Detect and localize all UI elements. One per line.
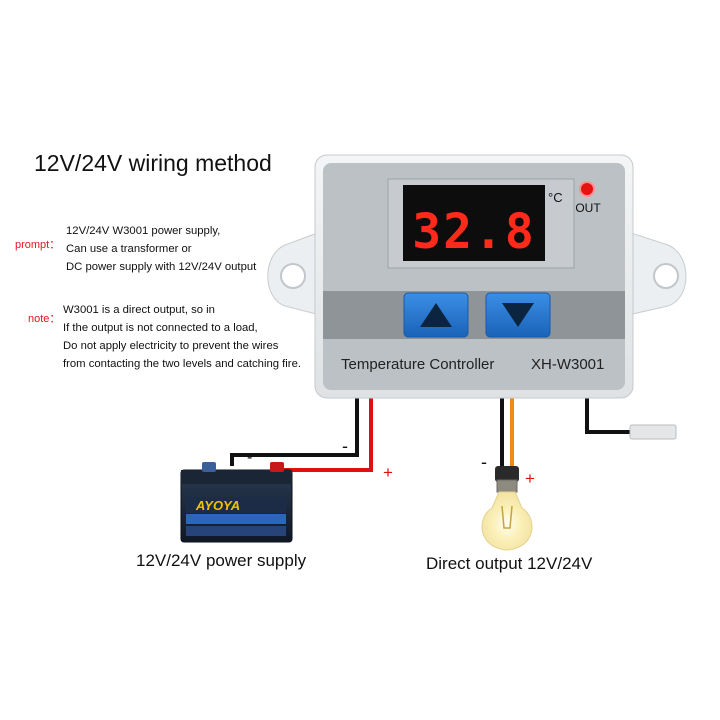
battery-brand: AYOYA [195, 498, 240, 513]
note-line: from contacting the two levels and catch… [63, 358, 301, 370]
prompt-line: 12V/24V W3001 power supply, [66, 225, 221, 237]
note-line: W3001 is a direct output, so in [63, 304, 215, 316]
down-button[interactable] [485, 292, 551, 338]
battery-wires [230, 398, 373, 472]
led-display [403, 185, 545, 261]
display-value: 32.8 [412, 204, 536, 260]
prompt-text: 12V/24V W3001 power supply, Can use a tr… [66, 222, 256, 276]
battery-plus-sign: + [383, 463, 393, 482]
prompt-line: Can use a transformer or [66, 243, 192, 255]
celsius-unit: °C [548, 190, 563, 205]
battery-minus-terminal [202, 462, 216, 472]
note-line: Do not apply electricity to prevent the … [63, 340, 279, 352]
out-indicator-led [579, 181, 595, 197]
battery [180, 462, 293, 543]
down-arrow-icon [502, 303, 534, 327]
controller-label: Temperature Controller [341, 356, 494, 373]
out-indicator-label: OUT [575, 201, 601, 215]
controller-minus-sign: - [342, 436, 348, 456]
light-bulb [481, 466, 533, 551]
bulb-wires [500, 398, 514, 468]
controller-model: XH-W3001 [531, 356, 604, 373]
button-band [323, 291, 625, 339]
temperature-probe [629, 424, 677, 440]
note-label: note： [28, 313, 61, 325]
prompt-label: prompt： [15, 239, 61, 251]
bulb-socket [495, 466, 519, 482]
bulb-plus-sign: + [525, 469, 535, 488]
note-line: If the output is not connected to a load… [63, 322, 258, 334]
red-wire-battery [282, 398, 373, 472]
black-wire-battery [230, 398, 359, 466]
up-arrow-icon [420, 303, 452, 327]
bulb-minus-sign: - [481, 452, 487, 472]
prompt-line: DC power supply with 12V/24V output [66, 261, 257, 273]
battery-plus-terminal [270, 462, 284, 472]
battery-minus-sign: - [247, 449, 252, 466]
bulb-caption: Direct output 12V/24V [426, 554, 593, 573]
sensor-wire [585, 398, 677, 440]
diagram-title: 12V/24V wiring method [34, 150, 272, 176]
battery-caption: 12V/24V power supply [136, 551, 307, 570]
up-button[interactable] [403, 292, 469, 338]
note-text: W3001 is a direct output, so in If the o… [63, 301, 301, 373]
